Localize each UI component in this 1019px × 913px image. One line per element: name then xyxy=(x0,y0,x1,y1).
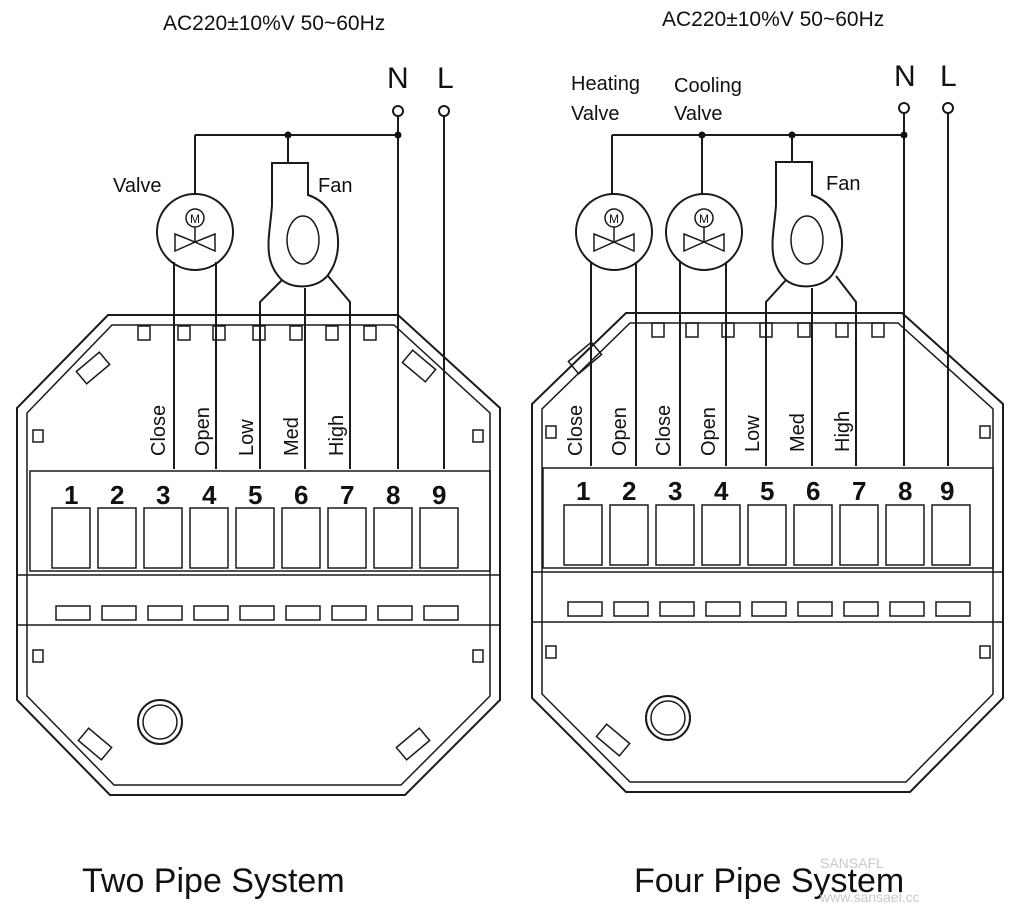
four-pipe-terminal-9: 9 xyxy=(940,476,954,506)
four-pipe-mounting-hole xyxy=(645,695,691,741)
four-pipe-wire-label-low: Low xyxy=(742,415,764,452)
four-pipe-line-label: L xyxy=(940,60,957,93)
two-pipe-terminal-6: 6 xyxy=(294,480,308,510)
two-pipe-valve-label: Valve xyxy=(113,175,162,197)
two-pipe-mounting-hole xyxy=(137,699,183,745)
two-pipe-valve-icon: M xyxy=(156,193,234,469)
four-pipe-neutral-point xyxy=(898,102,910,114)
two-pipe-terminal-2: 2 xyxy=(110,480,124,510)
two-pipe-terminal-9: 9 xyxy=(432,480,446,510)
four-pipe-heating-valve-label-line2: Valve xyxy=(571,103,620,125)
two-pipe-neutral-point xyxy=(392,105,404,117)
svg-text:M: M xyxy=(609,212,619,226)
two-pipe-wire-label-high: High xyxy=(326,415,348,456)
two-pipe-fan-label: Fan xyxy=(318,175,352,197)
four-pipe-neutral-label: N xyxy=(894,60,916,93)
four-pipe-line-point xyxy=(942,102,954,114)
four-pipe-terminal-2: 2 xyxy=(622,476,636,506)
four-pipe-supply-label: AC220±10%V 50~60Hz xyxy=(662,8,884,31)
four-pipe-terminal-1: 1 xyxy=(576,476,590,506)
two-pipe-neutral-label: N xyxy=(387,62,409,95)
two-pipe-terminal-1: 1 xyxy=(64,480,78,510)
four-pipe-caption: Four Pipe System xyxy=(634,862,904,900)
four-pipe-wire-label-high: High xyxy=(832,411,854,452)
four-pipe-terminal-3: 3 xyxy=(668,476,682,506)
four-pipe-wire-label-cooling-open: Open xyxy=(698,407,720,456)
two-pipe-caption: Two Pipe System xyxy=(82,862,345,900)
two-pipe-terminal-5: 5 xyxy=(248,480,262,510)
two-pipe-wire-label-med: Med xyxy=(281,417,303,456)
two-pipe-line-label: L xyxy=(437,62,454,95)
four-pipe-wire-label-heating-close: Close xyxy=(565,405,587,456)
svg-text:M: M xyxy=(190,212,200,226)
two-pipe-terminal-7: 7 xyxy=(340,480,354,510)
four-pipe-diagram: AC220±10%V 50~60Hz N L Heating Valve Coo… xyxy=(531,8,1004,900)
two-pipe-thermostat-body xyxy=(16,314,501,796)
four-pipe-terminal-6: 6 xyxy=(806,476,820,506)
four-pipe-terminal-8: 8 xyxy=(898,476,912,506)
two-pipe-wire-label-low: Low xyxy=(236,419,258,456)
four-pipe-wire-label-med: Med xyxy=(787,413,809,452)
two-pipe-line-point xyxy=(438,105,450,117)
four-pipe-terminal-5: 5 xyxy=(760,476,774,506)
svg-text:M: M xyxy=(699,212,709,226)
two-pipe-terminal-4: 4 xyxy=(202,480,217,510)
four-pipe-thermostat-body xyxy=(531,312,1004,793)
two-pipe-diagram: AC220±10%V 50~60Hz N L M Valve xyxy=(16,12,501,900)
two-pipe-wiring xyxy=(194,116,445,469)
two-pipe-terminal-8: 8 xyxy=(386,480,400,510)
four-pipe-wire-label-heating-open: Open xyxy=(609,407,631,456)
four-pipe-fan-label: Fan xyxy=(826,173,860,195)
four-pipe-wire-label-cooling-close: Close xyxy=(653,405,675,456)
four-pipe-terminal-7: 7 xyxy=(852,476,866,506)
four-pipe-cooling-valve-icon: M xyxy=(665,193,743,466)
four-pipe-cooling-valve-label-line2: Valve xyxy=(674,103,723,125)
watermark-url: www.sansael.cc xyxy=(819,889,920,905)
four-pipe-cooling-valve-label-line1: Cooling xyxy=(674,75,742,97)
two-pipe-terminal-3: 3 xyxy=(156,480,170,510)
two-pipe-supply-label: AC220±10%V 50~60Hz xyxy=(163,12,385,35)
four-pipe-wiring xyxy=(611,113,949,466)
four-pipe-terminal-4: 4 xyxy=(714,476,729,506)
two-pipe-wire-label-open: Open xyxy=(192,407,214,456)
watermark-brand: SANSAFL xyxy=(820,855,884,871)
four-pipe-heating-valve-label-line1: Heating xyxy=(571,73,640,95)
two-pipe-wire-label-close: Close xyxy=(148,405,170,456)
four-pipe-fan-icon xyxy=(765,161,857,466)
two-pipe-fan-icon xyxy=(259,162,351,469)
